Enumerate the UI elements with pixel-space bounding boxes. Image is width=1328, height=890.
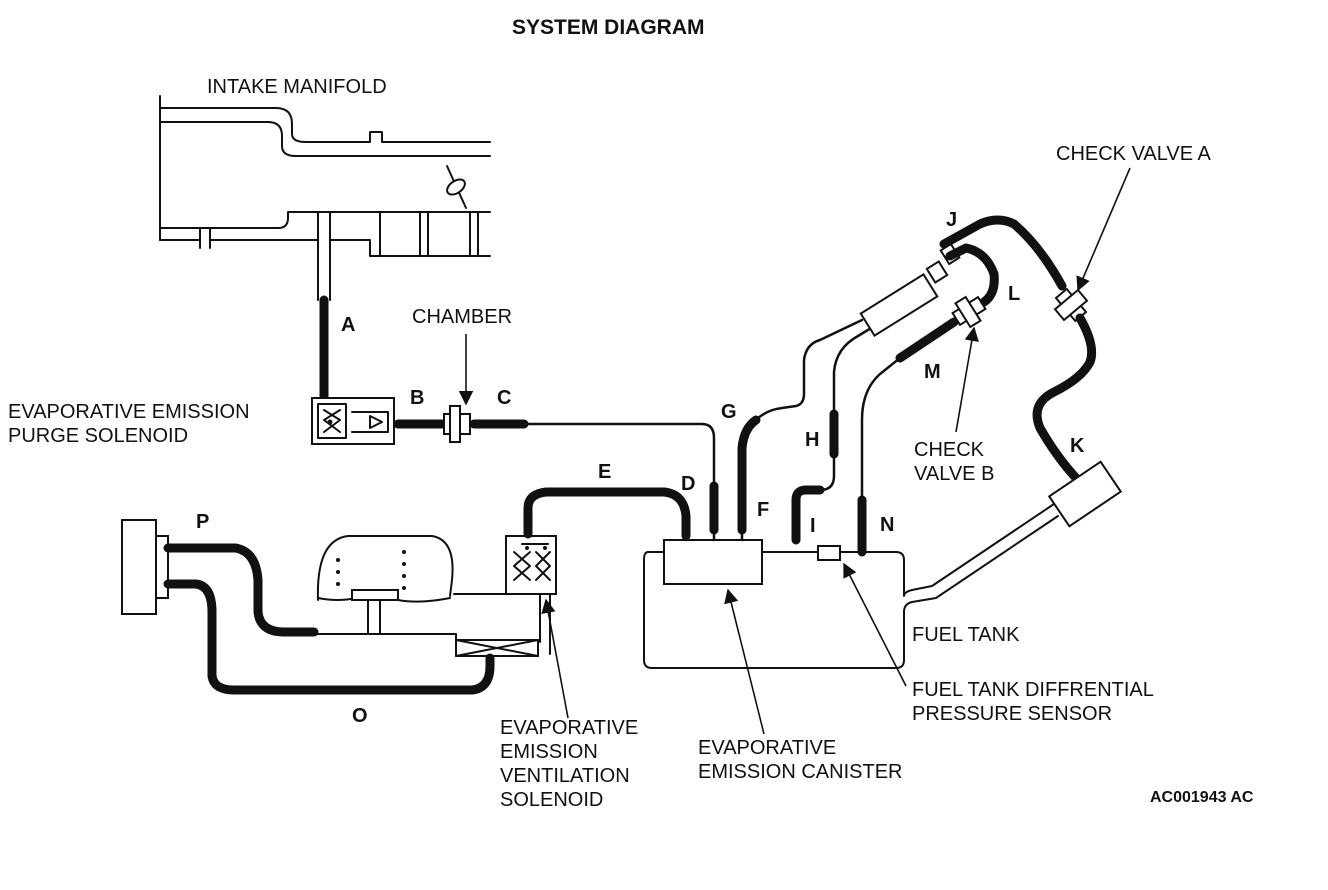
canister-label-1: EVAPORATIVE (698, 737, 836, 759)
hose-i (791, 485, 825, 545)
hose-e (523, 487, 691, 541)
hose-o (163, 579, 495, 695)
hose-c-label: C (497, 387, 511, 409)
hose-k-label: K (1070, 435, 1085, 457)
hose-j (939, 215, 1067, 291)
air-filter (309, 535, 539, 657)
canister-label-2: EMISSION CANISTER (698, 761, 902, 783)
hose-f-label: F (757, 499, 769, 521)
hose-p-label: P (196, 511, 209, 533)
evaporative-emission-ventilation-solenoid (505, 535, 557, 655)
hose-a-label: A (341, 314, 355, 336)
evaporative-emission-canister (663, 539, 763, 585)
ventilation-solenoid-label-2: EMISSION (500, 741, 598, 763)
hose-g (737, 415, 761, 489)
hose-m (895, 317, 959, 363)
throttle-valve-icon (446, 165, 467, 209)
chamber-label: CHAMBER (412, 306, 512, 328)
purge-solenoid-label-1: EVAPORATIVE EMISSION (8, 401, 250, 423)
vent-line-upper (859, 242, 961, 338)
chamber (443, 405, 471, 443)
check-valve-a-label: CHECK VALVE A (1056, 143, 1212, 165)
ventilation-solenoid-label-4: SOLENOID (500, 789, 603, 811)
check-valve-b (951, 295, 987, 329)
pressure-sensor-label-1: FUEL TANK DIFFRENTIAL (912, 679, 1154, 701)
document-code: AC001943 AC (1150, 789, 1254, 806)
hose-i-label: I (810, 515, 816, 537)
purge-solenoid-label-2: PURGE SOLENOID (8, 425, 188, 447)
hose-e-label: E (598, 461, 611, 483)
intake-manifold-label: INTAKE MANIFOLD (207, 76, 387, 98)
ventilation-solenoid-label-3: VENTILATION (500, 765, 630, 787)
intake-manifold (159, 95, 491, 301)
check-valve-b-label-2: VALVE B (914, 463, 994, 485)
hose-d-label: D (681, 473, 695, 495)
check-valve-b-label-1: CHECK (914, 439, 985, 461)
hose-n-label: N (880, 514, 894, 536)
hose-l-label: L (1008, 283, 1020, 305)
ventilation-solenoid-label-1: EVAPORATIVE (500, 717, 638, 739)
pressure-sensor-label-2: PRESSURE SENSOR (912, 703, 1112, 725)
purge-solenoid (311, 397, 395, 445)
filler-neck (1047, 460, 1123, 528)
hose-p (163, 543, 319, 637)
hose-h-label: H (805, 429, 819, 451)
hose-b-label: B (410, 387, 424, 409)
diagram-title: SYSTEM DIAGRAM (512, 16, 705, 39)
hose-l (945, 243, 999, 307)
vent-connector (121, 519, 169, 615)
hose-m-label: M (924, 361, 941, 383)
hose-j-label: J (946, 209, 957, 231)
hose-k (1032, 313, 1097, 483)
fuel-tank-differential-pressure-sensor (817, 545, 841, 561)
hose-g-label: G (721, 401, 737, 423)
fuel-tank-label: FUEL TANK (912, 624, 1020, 646)
hose-o-label: O (352, 705, 368, 727)
